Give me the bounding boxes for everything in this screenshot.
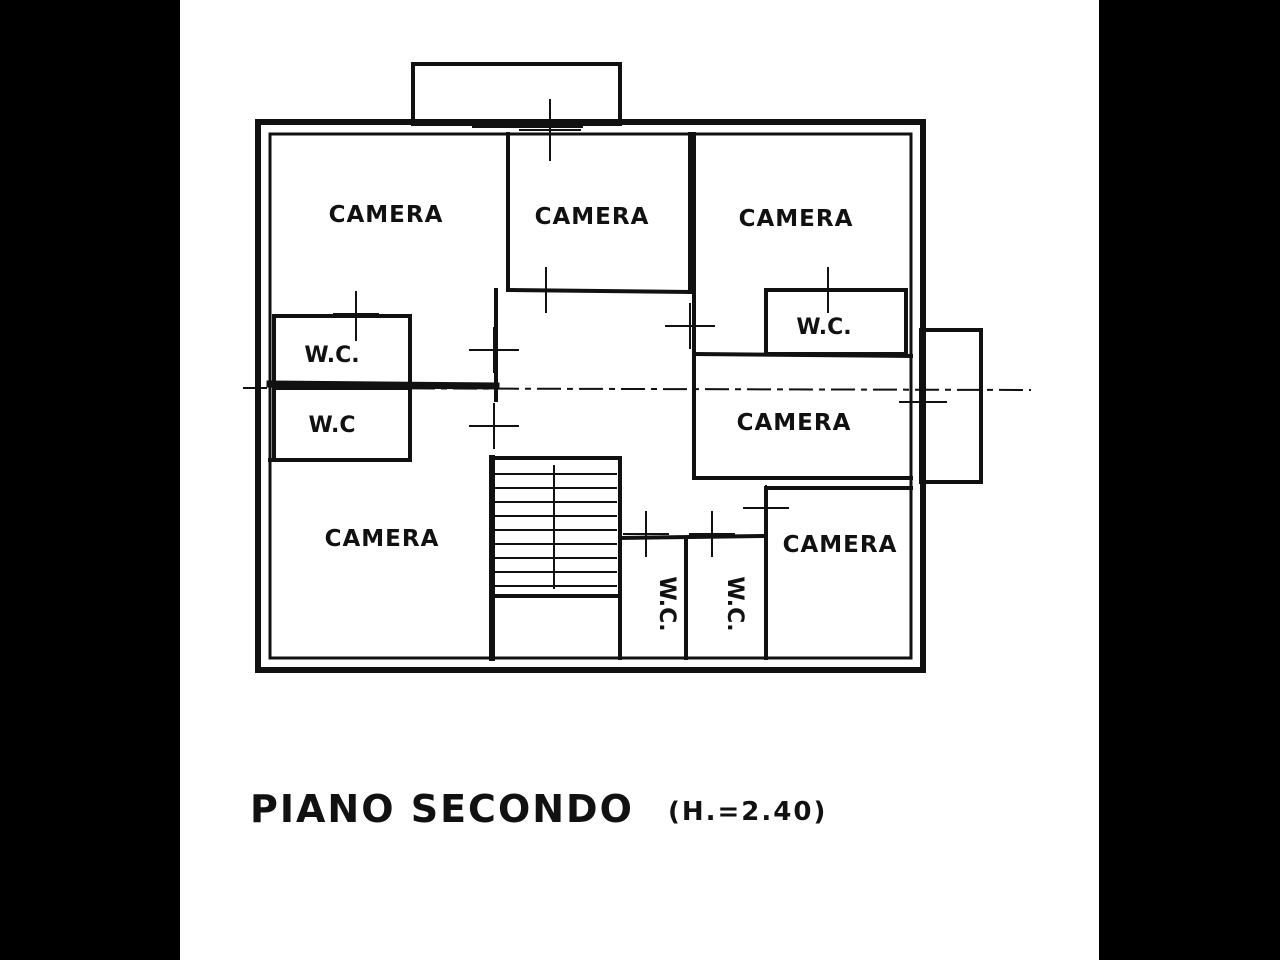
plan-title: PIANO SECONDO <box>250 787 634 831</box>
room-label-camera-top-center: CAMERA <box>535 204 650 230</box>
plan-height-note: (H.=2.40) <box>668 797 827 827</box>
room-label-wc-left-lower: W.C <box>309 413 356 438</box>
room-label-camera-mid-right: CAMERA <box>737 410 852 436</box>
cross-markers <box>333 99 947 557</box>
room-label-camera-bottom-left: CAMERA <box>325 526 440 552</box>
room-label-camera-top-left: CAMERA <box>329 202 444 228</box>
windows <box>262 126 919 666</box>
room-label-wc-left-upper: W.C. <box>304 343 359 368</box>
balcony-right <box>919 328 983 484</box>
room-label-wc-bottom-2: W.C. <box>722 576 747 631</box>
staircase <box>495 465 617 589</box>
room-label-wc-right-upper: W.C. <box>796 315 851 340</box>
interior-walls <box>266 132 914 661</box>
room-label-wc-bottom-1: W.C. <box>654 576 679 631</box>
section-axis-line <box>242 386 1032 392</box>
room-label-camera-bottom-right: CAMERA <box>783 532 898 558</box>
room-label-camera-top-right: CAMERA <box>739 206 854 232</box>
balcony-top <box>411 62 622 128</box>
